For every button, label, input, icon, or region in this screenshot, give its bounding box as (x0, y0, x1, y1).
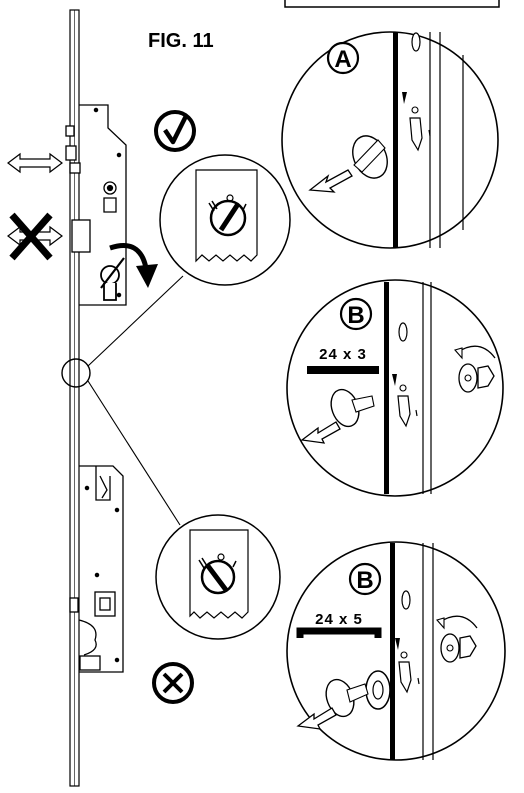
lower-lock-case (69, 465, 124, 673)
detail-a-letter: A (334, 46, 351, 73)
cylinder-upper (100, 257, 125, 301)
detail-b-3-dimension: 24 x 3 (319, 346, 367, 363)
detail-a (281, 31, 499, 249)
check-circle-icon (154, 110, 196, 152)
detail-b-5 (286, 541, 506, 761)
cross-arrows-icon (7, 212, 63, 261)
detail-b-5-letter: B (356, 567, 373, 594)
detail-b-5-dimension: 24 x 5 (315, 611, 363, 628)
figure-title: FIG. 11 (148, 30, 214, 52)
cross-circle-icon (152, 662, 194, 704)
cam-detail-incorrect (155, 514, 281, 640)
detail-connector-lines (87, 275, 184, 526)
detail-b-3 (286, 279, 504, 497)
detail-b-3-letter: B (347, 302, 364, 329)
detail-b-3-label-circle: B (339, 297, 373, 331)
detail-b-5-label-circle: B (348, 562, 382, 596)
cam-detail-correct (159, 154, 291, 286)
detail-marker-circle (61, 358, 91, 388)
detail-a-label-circle: A (326, 41, 360, 75)
double-arrow-icon (7, 152, 63, 174)
top-frame (284, 0, 500, 8)
upper-lock-case (65, 104, 127, 306)
curved-arrow-icon (109, 243, 158, 288)
lock-strip (69, 9, 80, 787)
